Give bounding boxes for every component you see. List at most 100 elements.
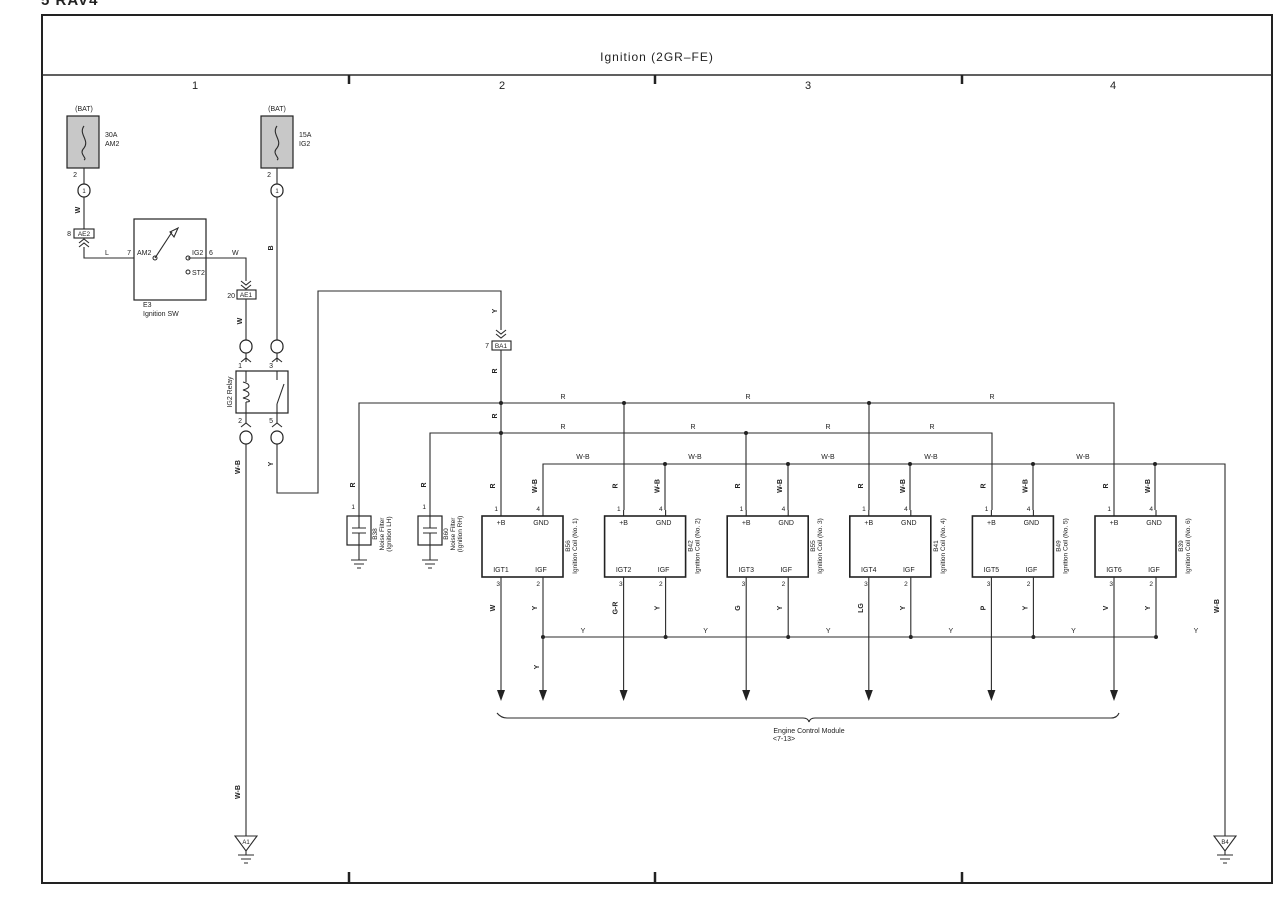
- coil-6-b-wire: R: [1103, 483, 1110, 488]
- coil-3-label-gnd: GND: [778, 520, 794, 527]
- zone-label-4: 4: [1110, 80, 1116, 92]
- coil-1-label-igf: IGF: [535, 567, 547, 574]
- coil-5-label-igf: IGF: [1026, 567, 1038, 574]
- coil-1-pin-b: 1: [494, 506, 498, 513]
- wb-bus-label-1: W-B: [576, 454, 590, 461]
- coil-2-label-igf: IGF: [658, 567, 670, 574]
- noise-filter-b38-id: B38: [372, 528, 379, 540]
- ignition-sw-wire-out: W: [232, 250, 239, 257]
- ecm-output-arrows: [497, 690, 1118, 701]
- coil-2-id: B42: [688, 540, 695, 552]
- noise-filter-b60-detail: (Ignition RH): [457, 516, 464, 552]
- noise-filter-b38-pin: 1: [351, 504, 355, 511]
- connector-ae2: 8 AE2: [67, 228, 95, 248]
- coil-2-pin-igt: 3: [619, 581, 623, 588]
- coil-4-label-b: +B: [864, 520, 873, 527]
- coil-1-b-wire: R: [490, 483, 497, 488]
- coil-4-pin-igt: 3: [864, 581, 868, 588]
- relay-contact-wire-out: Y: [268, 461, 275, 466]
- ignition-sw-pin-am2: 7: [127, 250, 131, 257]
- diagram-title: Ignition (2GR–FE): [600, 50, 714, 64]
- coil-6-pin-igf: 2: [1149, 581, 1153, 588]
- diagram-frame: [41, 14, 1273, 884]
- connector-ba1-name: BA1: [495, 343, 508, 350]
- r-bus-label-5: R: [690, 424, 695, 431]
- coil-4-pin-igf: 2: [904, 581, 908, 588]
- fuse-ig2-pin: 2: [267, 172, 271, 179]
- coil-5-label-gnd: GND: [1024, 520, 1040, 527]
- fuse-am2-name: AM2: [105, 141, 120, 148]
- coil-6-pin-igt: 3: [1109, 581, 1113, 588]
- connector-ae2-name: AE2: [78, 231, 91, 238]
- coil-4-label-gnd: GND: [901, 520, 917, 527]
- connector-ba1-pin: 7: [485, 343, 489, 350]
- coil-3-label-igt: IGT3: [738, 567, 754, 574]
- coil-4-label-igf: IGF: [903, 567, 915, 574]
- coil-3-pin-igt: 3: [742, 581, 746, 588]
- connector-ae1-name: AE1: [240, 292, 253, 299]
- coil-3-id: B55: [810, 540, 817, 552]
- wb-bus-label-4: W-B: [924, 454, 938, 461]
- fuse-ig2-wire: B: [268, 245, 275, 250]
- r-bus-label-2: R: [745, 394, 750, 401]
- ecm-brace: [496, 712, 1120, 723]
- igf-output-wire: Y: [534, 664, 541, 669]
- r-bus-drop-label: R: [492, 413, 499, 418]
- igf-arrow: [539, 690, 547, 701]
- ignition-sw-label-ig2: IG2: [192, 250, 203, 257]
- relay-coil-wire-out: W-B: [235, 460, 242, 474]
- coil-1-igf-wire: Y: [532, 605, 539, 610]
- coil-6-label-b: +B: [1110, 520, 1119, 527]
- r-bus-label-7: R: [929, 424, 934, 431]
- igt5-arrow: [987, 690, 996, 701]
- igt6-arrow: [1110, 690, 1118, 701]
- coil-5-pin-igf: 2: [1027, 581, 1031, 588]
- ground-b4: B4: [1212, 835, 1238, 864]
- igt3-arrow: [742, 690, 751, 701]
- coil-1-pin-igt: 3: [496, 581, 500, 588]
- coil-5-label-igt: IGT5: [984, 567, 1000, 574]
- coil-1-label-igt: IGT1: [493, 567, 509, 574]
- ground-a1-wire: W-B: [235, 785, 242, 799]
- ignition-sw-name: Ignition SW: [143, 311, 179, 318]
- relay-coil-wire-in: W: [237, 317, 244, 324]
- ignition-sw-label-st2: ST2: [192, 270, 205, 277]
- coil-5-id: B49: [1055, 540, 1062, 552]
- fuse-ig2: (BAT) 15A IG2 2 1 B: [260, 106, 312, 251]
- coil-1-pin-igf: 2: [536, 581, 540, 588]
- relay-coil-out-pin: 2: [238, 418, 242, 425]
- coil-2-igt-wire: G-R: [613, 602, 620, 615]
- coil-4-pin-gnd: 4: [904, 506, 908, 513]
- r-bus-lower: [429, 432, 993, 510]
- coil-4-igf-wire: Y: [900, 605, 907, 610]
- igf-bus-label-6: Y: [1194, 628, 1199, 635]
- ground-b4-wire: W-B: [1214, 599, 1221, 613]
- wb-bus-label-2: W-B: [688, 454, 702, 461]
- coil-4-igt-wire: LG: [858, 603, 865, 613]
- noise-filter-b60-pin: 1: [422, 504, 426, 511]
- r-bus-label-4: R: [560, 424, 565, 431]
- coil-2-name: Ignition Coil (No. 2): [695, 518, 702, 574]
- coil-2-igf-wire: Y: [655, 605, 662, 610]
- noise-filter-b60-wire: R: [421, 482, 428, 487]
- relay-contact-in-pin: 3: [269, 363, 273, 370]
- coil-3-name: Ignition Coil (No. 3): [817, 518, 824, 574]
- coil-2-label-igt: IGT2: [616, 567, 632, 574]
- coil-6-igf-wire: Y: [1145, 605, 1152, 610]
- noise-filter-b60-id: B60: [443, 528, 450, 540]
- coil-2-pin-b: 1: [617, 506, 621, 513]
- coil-1-label-gnd: GND: [533, 520, 549, 527]
- noise-filter-b38-name: Noise Filter: [379, 517, 386, 551]
- coil-3-pin-b: 1: [740, 506, 744, 513]
- connector-ae1: 20 AE1: [227, 280, 257, 300]
- fuse-am2-pin: 2: [73, 172, 77, 179]
- coil-4-label-igt: IGT4: [861, 567, 877, 574]
- coil-6-label-gnd: GND: [1146, 520, 1162, 527]
- igf-bus-label-2: Y: [703, 628, 708, 635]
- wb-bus-junctions: [663, 462, 1157, 466]
- coil-6-label-igf: IGF: [1148, 567, 1160, 574]
